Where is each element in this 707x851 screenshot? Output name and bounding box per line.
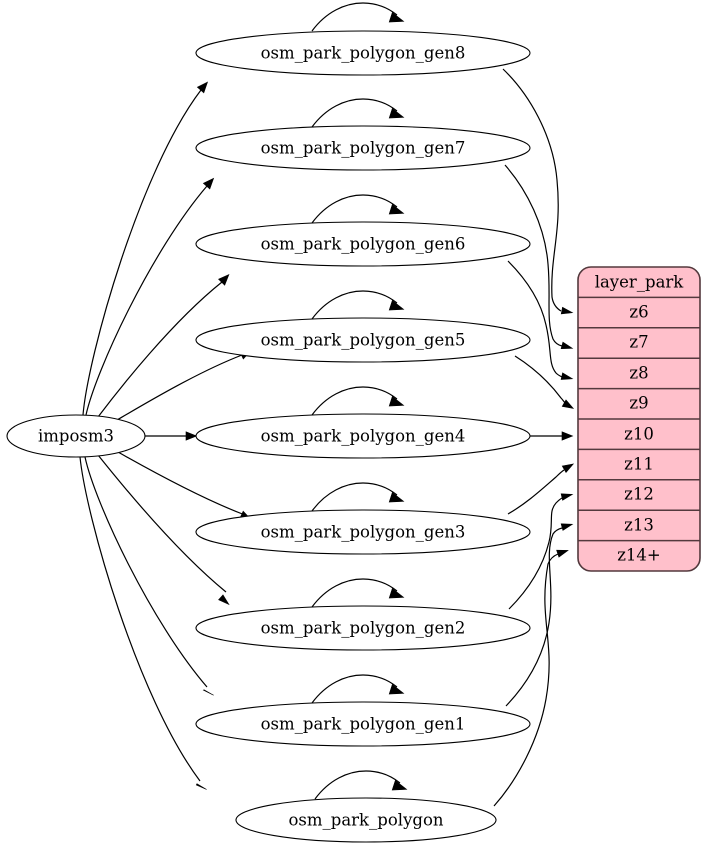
self-loop-edges (311, 2, 408, 800)
node-gen2-label: osm_park_polygon_gen2 (261, 619, 466, 638)
node-gen6-shape[interactable] (195, 221, 531, 267)
edges-to-layer-park (493, 68, 575, 807)
table-row-z10[interactable]: z10 (624, 425, 654, 444)
node-layer-park-table[interactable]: layer_park z6 z7 z8 z9 z10 z11 z12 z13 z… (577, 266, 701, 572)
self-loop-gen6 (311, 194, 405, 224)
edge-base-to-z14plus (493, 549, 569, 807)
node-imposm3-label: imposm3 (38, 427, 114, 446)
node-gen4-label: osm_park_polygon_gen4 (261, 427, 466, 446)
table-row-z13[interactable]: z13 (624, 516, 654, 535)
node-gen7-label: osm_park_polygon_gen7 (261, 139, 466, 158)
edge-imposm3-to-gen4 (145, 431, 198, 441)
edge-imposm3-to-gen3 (117, 451, 252, 520)
self-loop-gen3 (311, 482, 405, 512)
node-gen4[interactable]: osm_park_polygon_gen4 (195, 413, 531, 459)
edge-gen2-to-z12 (508, 493, 574, 610)
edge-gen7-to-z7 (504, 164, 574, 350)
table-header-label: layer_park (595, 273, 685, 292)
table-row-z14plus[interactable]: z14+ (617, 546, 661, 565)
self-loop-gen1 (311, 674, 405, 704)
node-gen8-shape[interactable] (195, 30, 531, 76)
edge-gen1-to-z13 (505, 523, 574, 707)
table-row-z12[interactable]: z12 (624, 485, 654, 504)
self-loop-gen2 (311, 578, 405, 608)
node-base[interactable]: osm_park_polygon (235, 797, 497, 843)
node-base-label: osm_park_polygon (288, 811, 443, 830)
node-gen1[interactable]: osm_park_polygon_gen1 (195, 701, 531, 747)
node-gen3-shape[interactable] (195, 509, 531, 555)
node-gen6-label: osm_park_polygon_gen6 (261, 235, 466, 254)
node-gen5-shape[interactable] (195, 317, 531, 363)
table-row-z11[interactable]: z11 (624, 455, 654, 474)
node-gen5[interactable]: osm_park_polygon_gen5 (195, 317, 531, 363)
self-loop-gen4 (311, 386, 405, 416)
node-gen2-shape[interactable] (195, 605, 531, 651)
edge-imposm3-to-gen5 (116, 350, 252, 421)
node-gen1-label: osm_park_polygon_gen1 (261, 715, 466, 734)
edge-imposm3-to-base (79, 456, 207, 790)
node-gen7-shape[interactable] (195, 125, 531, 171)
table-border (577, 266, 701, 572)
node-gen3-label: osm_park_polygon_gen3 (261, 523, 466, 542)
edges-from-imposm3 (79, 81, 252, 790)
node-gen5-label: osm_park_polygon_gen5 (261, 331, 466, 350)
self-loop-gen7 (311, 98, 405, 128)
node-imposm3[interactable]: imposm3 (6, 414, 146, 458)
table-row-z9[interactable]: z9 (629, 394, 648, 413)
edge-gen8-to-z6 (502, 68, 574, 315)
node-gen3[interactable]: osm_park_polygon_gen3 (195, 509, 531, 555)
edge-imposm3-to-gen8 (82, 81, 209, 416)
self-loop-gen5 (311, 290, 405, 320)
table-row-z7[interactable]: z7 (629, 333, 648, 352)
edge-gen3-to-z11 (507, 463, 575, 515)
node-imposm3-shape[interactable] (6, 414, 146, 458)
self-loop-gen8 (311, 2, 405, 32)
edge-gen4-to-z10 (530, 431, 574, 441)
edge-imposm3-to-gen1 (84, 456, 214, 696)
edge-imposm3-to-gen7 (85, 177, 215, 416)
node-gen4-shape[interactable] (195, 413, 531, 459)
edge-imposm3-to-gen2 (97, 454, 230, 606)
node-gen8[interactable]: osm_park_polygon_gen8 (195, 30, 531, 76)
node-gen2[interactable]: osm_park_polygon_gen2 (195, 605, 531, 651)
table-row-z8[interactable]: z8 (629, 364, 648, 383)
node-gen1-shape[interactable] (195, 701, 531, 747)
self-loop-base (314, 770, 408, 800)
edge-gen6-to-z8 (507, 260, 574, 380)
node-gen8-label: osm_park_polygon_gen8 (261, 44, 466, 63)
node-base-shape[interactable] (235, 797, 497, 843)
edge-imposm3-to-gen6 (97, 274, 230, 418)
table-row-z6[interactable]: z6 (629, 303, 648, 322)
node-gen6[interactable]: osm_park_polygon_gen6 (195, 221, 531, 267)
edge-gen5-to-z9 (514, 355, 575, 409)
node-gen7[interactable]: osm_park_polygon_gen7 (195, 125, 531, 171)
